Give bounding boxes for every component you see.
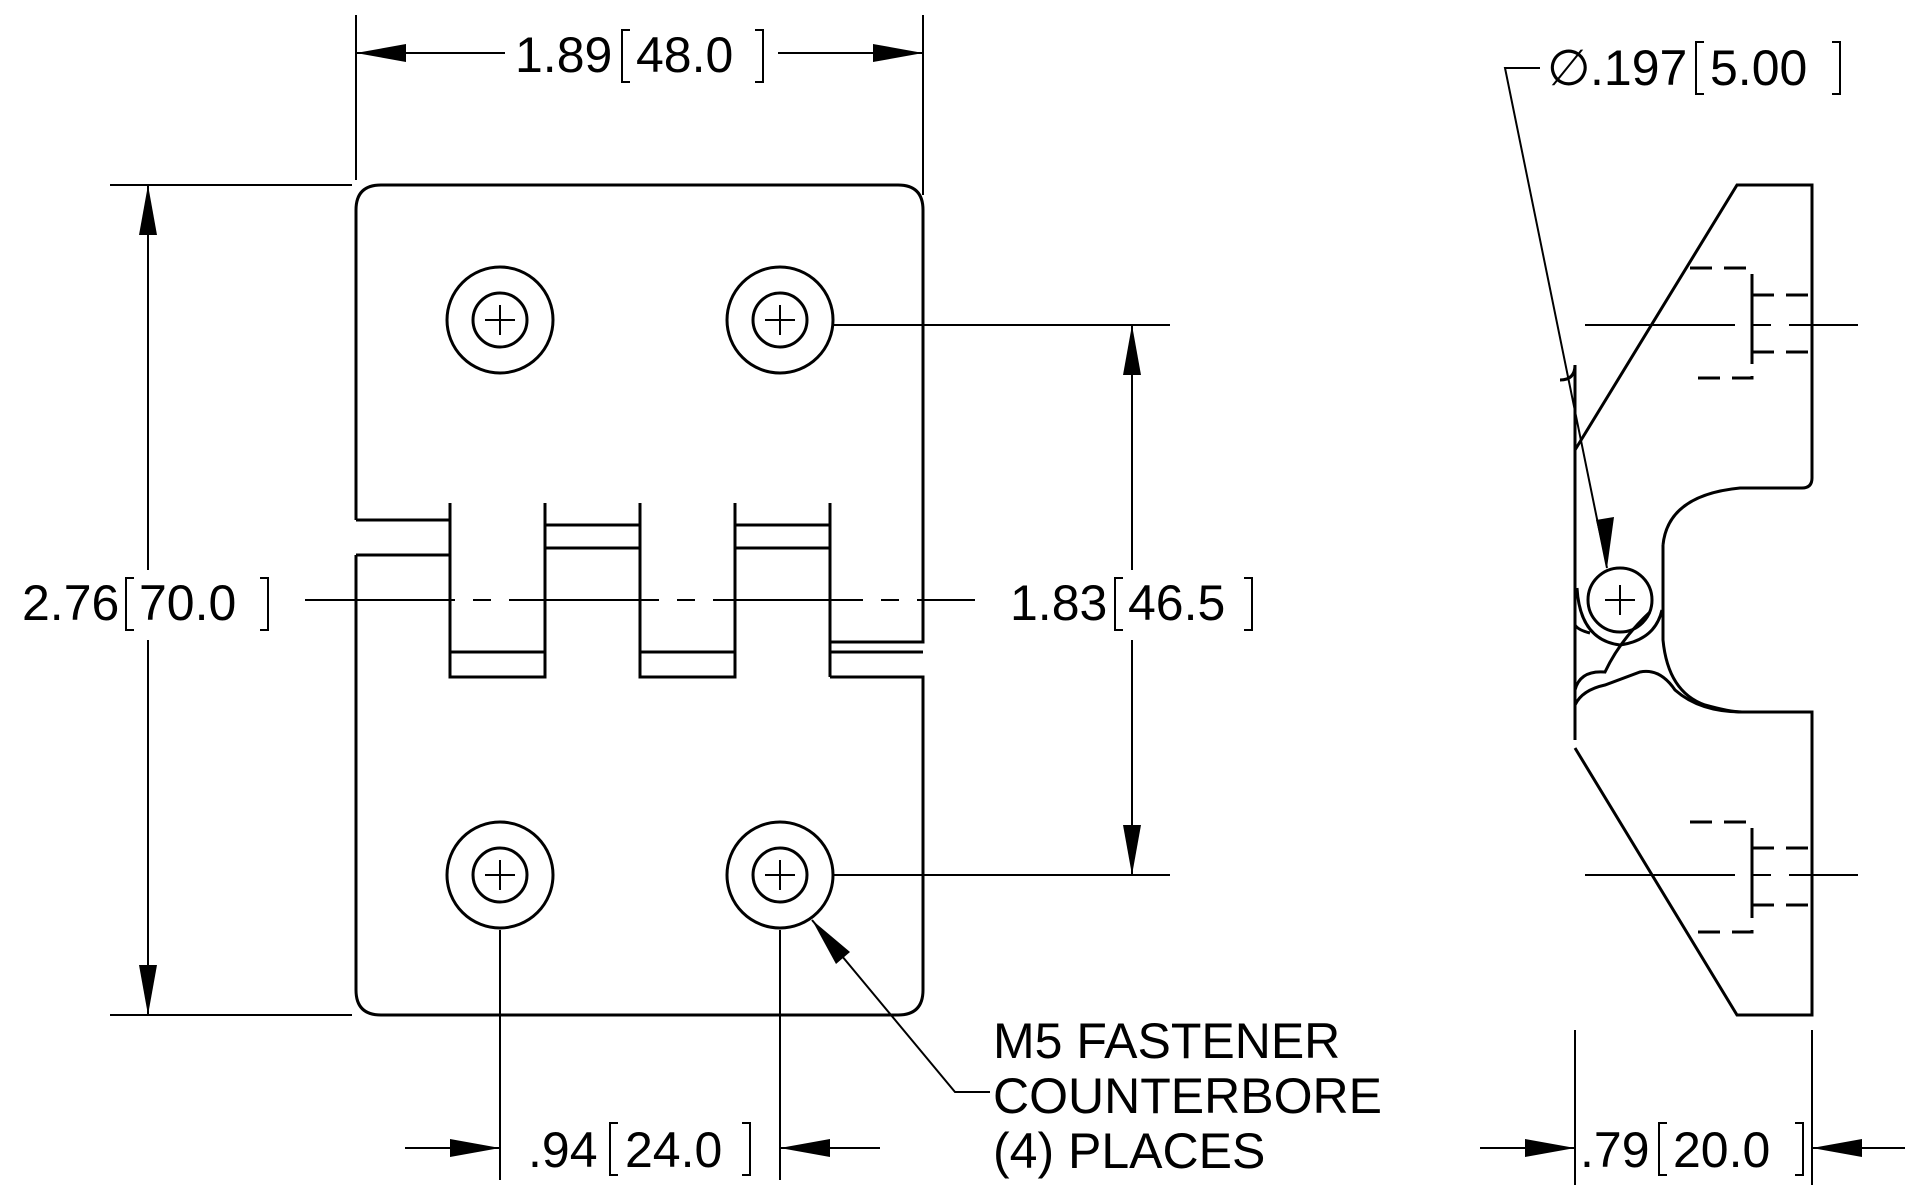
- counterbore-note: M5 FASTENER COUNTERBORE (4) PLACES: [811, 919, 1382, 1179]
- hole-horizontal-inch: .94: [528, 1122, 598, 1178]
- dimension-side-thickness: .79 20.0: [1480, 1030, 1905, 1185]
- hole-horizontal-mm: 24.0: [625, 1122, 722, 1178]
- pin-diameter-mm: 5.00: [1710, 40, 1807, 96]
- dimension-overall-height: 2.76 70.0: [22, 184, 352, 1016]
- overall-height-inch: 2.76: [22, 575, 119, 631]
- dimension-overall-width: 1.89 48.0: [355, 15, 924, 195]
- note-line-3: (4) PLACES: [993, 1123, 1265, 1179]
- dimension-hole-horizontal-spacing: .94 24.0: [405, 930, 880, 1180]
- note-line-2: COUNTERBORE: [993, 1068, 1382, 1124]
- hidden-counterbore-lower: [1690, 820, 1812, 934]
- counterbore-hole: [725, 265, 835, 375]
- overall-height-mm: 70.0: [139, 575, 236, 631]
- dimension-hole-vertical-spacing: 1.83 46.5: [833, 324, 1253, 876]
- counterbore-hole: [725, 820, 835, 930]
- hinge-knuckles: [448, 503, 923, 679]
- upper-leaf-outline: [354, 183, 925, 644]
- hole-vertical-inch: 1.83: [1010, 575, 1107, 631]
- note-line-1: M5 FASTENER: [993, 1013, 1340, 1069]
- side-view: [1559, 183, 1858, 1017]
- side-upper-leaf: [1559, 364, 1577, 450]
- side-thickness-mm: 20.0: [1673, 1122, 1770, 1178]
- front-view: [305, 183, 975, 1017]
- overall-width-inch: 1.89: [515, 27, 612, 83]
- lower-leaf-outline: [354, 553, 925, 1017]
- pin-diameter-inch: .197: [1590, 40, 1687, 96]
- pin-diameter-symbol: ∅: [1547, 40, 1591, 96]
- dimension-pin-diameter: ∅ .197 5.00: [1503, 40, 1841, 569]
- counterbore-hole: [445, 265, 555, 375]
- hole-vertical-mm: 46.5: [1128, 575, 1225, 631]
- counterbore-hole: [445, 820, 555, 930]
- overall-width-mm: 48.0: [636, 27, 733, 83]
- hidden-counterbore-upper: [1690, 266, 1812, 380]
- side-thickness-inch: .79: [1580, 1122, 1650, 1178]
